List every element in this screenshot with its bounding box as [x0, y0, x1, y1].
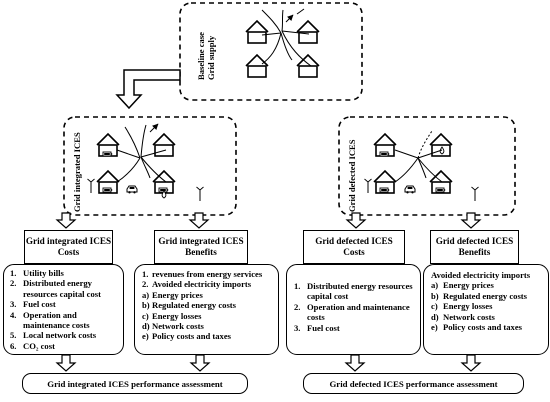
list-item-text: Utility bills — [23, 268, 64, 278]
list-item-number: a) — [431, 280, 439, 291]
int-costs-list: 1. Utility bills 2. Distributed energy reso… — [3, 264, 124, 355]
down-arrows-2 — [55, 354, 482, 372]
list-item-number: 2. — [10, 278, 17, 289]
list-item-number: 2. — [294, 301, 301, 312]
list-item: b) Regulated energy costs — [431, 291, 544, 301]
int-benefits-title: Grid integrated ICES Benefits — [154, 230, 248, 264]
list-item: 1.revenues from energy services — [142, 269, 274, 279]
list-item: 6. CO₂ cost — [10, 341, 119, 351]
list-item-number: 1. — [10, 268, 17, 278]
list-item-number: 1. — [142, 269, 149, 279]
defected-assessment: Grid defected ICES performance assessmen… — [303, 373, 524, 394]
list-item-number: d) — [431, 311, 439, 322]
list-item: 2. Operation and maintenance costs — [294, 302, 416, 323]
list-item-number: 6. — [10, 340, 17, 351]
list-item: 5. Local network costs — [10, 330, 119, 340]
list-item-text: Distributed energy resources capital cos… — [23, 278, 101, 299]
list-item-number: c) — [431, 301, 438, 312]
list-item: e) Policy costs and taxes — [431, 322, 544, 332]
list-item-text: Energy losses — [443, 301, 493, 312]
list-item-number: b) — [142, 300, 150, 311]
list-item: 1. Distributed energy resources capital c… — [294, 281, 416, 302]
list-item-number: 1. — [294, 281, 301, 291]
list-item: b)Regulated energy costs — [142, 300, 274, 310]
list-item-text: Energy prices — [152, 289, 203, 300]
list-item: c)Energy losses — [142, 311, 274, 321]
list-item-text: Operation and maintenance costs — [23, 309, 90, 331]
list-item-text: Network costs — [443, 311, 495, 322]
def-benefits-title: Grid defected ICES Benefits — [430, 230, 519, 264]
list-item-text: Fuel cost — [23, 299, 56, 310]
list-item-text: Network costs — [152, 321, 204, 332]
list-item-text: Operation and maintenance costs — [307, 301, 410, 323]
list-item-number: 2. — [142, 279, 149, 290]
list-item-text: revenues from energy services — [152, 269, 263, 279]
list-item-text: CO₂ cost — [23, 340, 55, 351]
list-item-text: Fuel cost — [307, 322, 340, 333]
list-item-text: Energy losses — [152, 310, 202, 321]
list-item-number: e) — [142, 331, 149, 342]
list-item: d)Network costs — [142, 321, 274, 331]
baseline-label-line2: Grid supply — [206, 35, 216, 80]
list-item: 3. Fuel cost — [294, 323, 416, 333]
integrated-scenario-label: Grid integrated ICES — [72, 132, 82, 212]
baseline-label-line1: Baseline case — [196, 32, 206, 80]
def-benefits-heading: Avoided electricity imports — [431, 270, 531, 280]
baseline-grid-lines — [261, 8, 312, 67]
list-item-text: Local network costs — [23, 330, 97, 341]
integrated-grid-lines — [116, 123, 167, 183]
list-item-text: Policy costs and taxes — [152, 331, 232, 342]
defected-scenario-label: Grid defected ICES — [347, 139, 357, 212]
split-arrows — [115, 69, 181, 110]
list-item: d) Network costs — [431, 312, 544, 322]
list-item: c) Energy losses — [431, 301, 544, 311]
baseline-label: Baseline case Grid supply — [196, 32, 216, 80]
def-benefits-list: Avoided electricity imports a) Energy pri… — [423, 264, 549, 355]
list-item-number: b) — [431, 290, 439, 301]
defected-box — [338, 116, 516, 216]
def-costs-title: Grid defected ICES Costs — [303, 230, 405, 264]
list-item-number: d) — [142, 321, 150, 332]
int-costs-title: Grid integrated ICES Costs — [24, 230, 113, 264]
list-item: 2. Distributed energy resources capital c… — [10, 278, 119, 299]
defected-grid-lines — [394, 130, 443, 183]
list-item-number: a) — [142, 289, 150, 300]
list-item: a)Energy prices — [142, 290, 274, 300]
list-item-text: Energy prices — [443, 280, 494, 291]
list-item-text: Policy costs and taxes — [443, 322, 523, 333]
integrated-assessment: Grid integrated ICES performance assessm… — [22, 373, 248, 394]
def-costs-list: 1. Distributed energy resources capital c… — [286, 264, 421, 355]
list-item: 2.Avoided electricity imports — [142, 279, 274, 289]
list-item-text: Regulated energy costs — [443, 290, 528, 301]
list-item: 4. Operation and maintenance costs — [10, 310, 119, 331]
list-item: a) Energy prices — [431, 280, 544, 290]
list-item-number: 4. — [10, 309, 17, 320]
list-item: e)Policy costs and taxes — [142, 331, 274, 341]
down-arrows-1 — [55, 212, 482, 229]
list-item: 1. Utility bills — [10, 268, 119, 278]
list-item-text: Avoided electricity imports — [152, 279, 252, 290]
list-item-number: e) — [431, 322, 438, 333]
list-item-number: 3. — [10, 299, 17, 310]
list-item-number: 5. — [10, 330, 17, 341]
list-item-number: c) — [142, 310, 149, 321]
list-item-text: Regulated energy costs — [152, 300, 237, 311]
list-item-number: 3. — [294, 322, 301, 333]
list-item: 3. Fuel cost — [10, 299, 119, 309]
list-item-text: Distributed energy resources capital cos… — [307, 281, 413, 302]
